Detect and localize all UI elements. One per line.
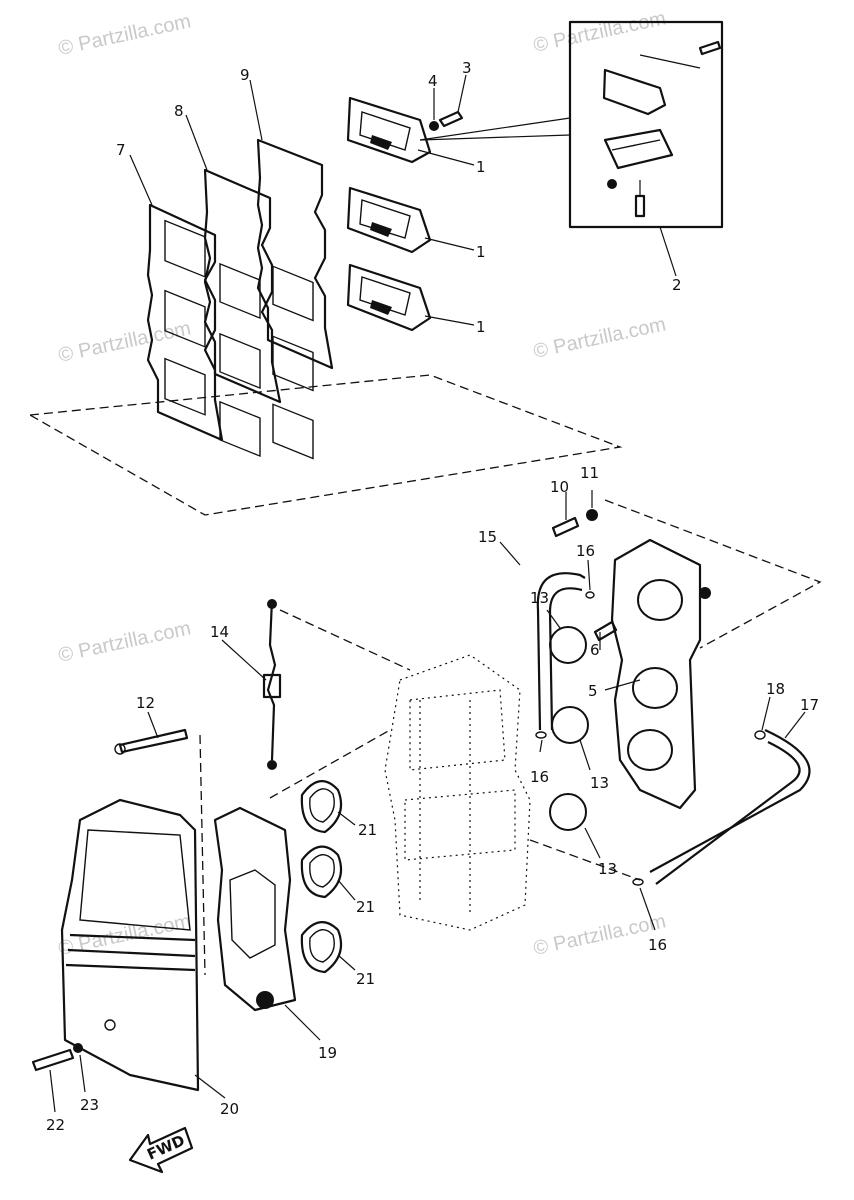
gasket-8 [203, 168, 282, 458]
callout-21-middle: 21 [356, 898, 375, 916]
callout-2: 2 [672, 276, 682, 294]
reed-valve-1-top [346, 96, 432, 164]
watermark-left-lower: © Partzilla.com [56, 617, 192, 667]
callout-21-bottom: 21 [356, 970, 375, 988]
gasket-19 [213, 806, 297, 1012]
o-ring-13-top [549, 626, 587, 664]
o-ring-13-bottom [549, 793, 587, 831]
reed-valve-1-middle [346, 186, 432, 254]
callout-7: 7 [116, 141, 126, 159]
callout-9: 9 [240, 66, 250, 84]
clips-16-18 [535, 591, 766, 886]
hose-17 [649, 729, 811, 885]
callout-3: 3 [462, 59, 472, 77]
bolt-22 [31, 1048, 75, 1072]
callout-16-middle: 16 [530, 768, 549, 786]
reed-valve-1-bottom [346, 263, 432, 332]
gasket-9 [256, 138, 334, 460]
washer-4 [429, 121, 439, 131]
callout-16-top: 16 [576, 542, 595, 560]
gasket-21-middle [300, 845, 343, 899]
leader-lines-top [129, 74, 677, 326]
o-ring-13-middle [551, 706, 589, 744]
callout-18-right: 18 [766, 680, 785, 698]
callout-8: 8 [174, 102, 184, 120]
callout-10: 10 [550, 478, 569, 496]
watermarks: © Partzilla.com © Partzilla.com © Partzi… [56, 7, 667, 960]
callout-1-middle: 1 [476, 243, 486, 261]
washer-11 [586, 509, 598, 521]
washer-23 [73, 1043, 83, 1053]
callout-1-top: 1 [476, 158, 486, 176]
bolt-12 [114, 728, 189, 755]
watermark-top-right: © Partzilla.com [531, 7, 667, 57]
leader-lines-bottom [49, 490, 806, 1113]
assembly-outline-lines [27, 374, 822, 976]
callout-11: 11 [580, 464, 599, 482]
callout-16-bottom: 16 [648, 936, 667, 954]
wire-14 [262, 599, 282, 770]
callout-13-bottom: 13 [598, 860, 617, 878]
callout-12: 12 [136, 694, 155, 712]
callout-13-middle: 13 [590, 774, 609, 792]
callout-14: 14 [210, 623, 229, 641]
callout-6: 6 [590, 641, 600, 659]
callout-17: 17 [800, 696, 819, 714]
exhaust-cover-5 [610, 538, 711, 810]
callout-13-top: 13 [530, 589, 549, 607]
callout-23: 23 [80, 1096, 99, 1114]
gasket-21-top [300, 780, 343, 834]
screw-3 [438, 110, 464, 128]
watermark-top-left: © Partzilla.com [56, 10, 192, 60]
callout-labels: 7 8 9 4 3 1 1 1 2 10 11 15 16 13 6 5 14 … [46, 59, 819, 1134]
callout-22: 22 [46, 1116, 65, 1134]
callout-19: 19 [318, 1044, 337, 1062]
engine-block [384, 654, 531, 931]
callout-4: 4 [428, 72, 438, 90]
dowel-pin-6 [593, 620, 618, 642]
callout-21-top: 21 [358, 821, 377, 839]
callout-20: 20 [220, 1100, 239, 1118]
callout-5: 5 [588, 682, 598, 700]
callout-1-bottom: 1 [476, 318, 486, 336]
watermark-left-mid: © Partzilla.com [56, 317, 192, 367]
reed-valve-detail-inset [568, 20, 724, 229]
bolt-10 [551, 516, 580, 538]
cover-20 [60, 798, 200, 1092]
hose-15 [536, 572, 586, 731]
watermark-right-mid: © Partzilla.com [531, 313, 667, 363]
gasket-21-bottom [300, 921, 343, 974]
callout-15: 15 [478, 528, 497, 546]
fwd-arrow-icon: FWD [128, 1126, 194, 1174]
